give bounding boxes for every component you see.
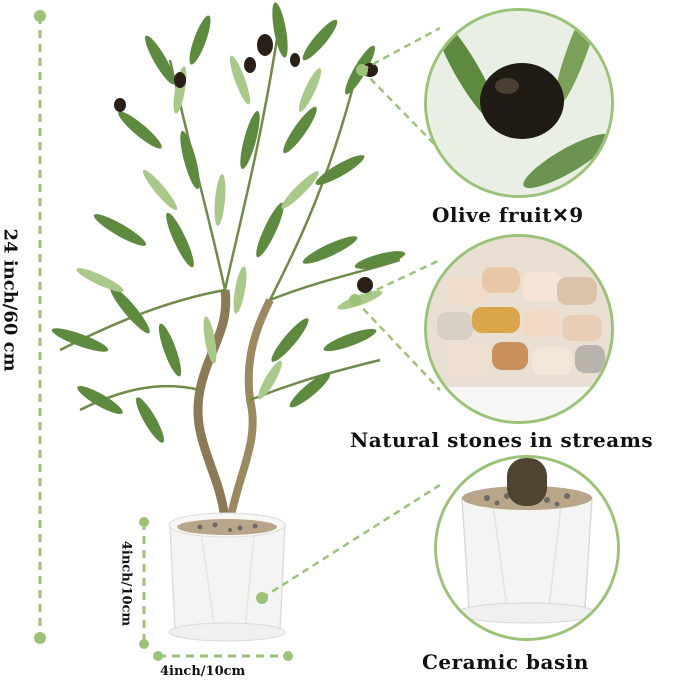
pot-height-dimension-line bbox=[139, 517, 149, 649]
pot-width-dimension-line bbox=[153, 651, 293, 661]
olive-fruit-caption: Olive fruit✕9 bbox=[432, 203, 584, 227]
stones-caption: Natural stones in streams bbox=[350, 428, 654, 452]
pot-width-label: 4inch/10cm bbox=[160, 664, 246, 679]
stones-closeup bbox=[424, 234, 614, 424]
olive-fruit-closeup bbox=[424, 8, 614, 198]
ceramic-basin-caption: Ceramic basin bbox=[422, 650, 589, 674]
olive-tree-illustration bbox=[51, 2, 406, 642]
height-dimension-line bbox=[34, 10, 46, 644]
ceramic-basin-closeup bbox=[434, 455, 620, 641]
